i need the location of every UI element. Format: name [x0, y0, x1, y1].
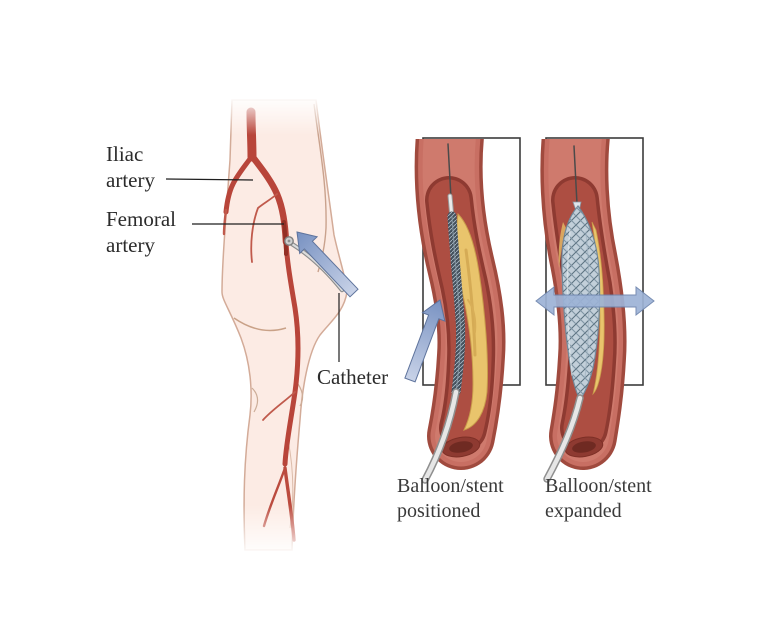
- femoral-artery-graphic: [282, 239, 301, 467]
- catheter-graphic: [284, 236, 345, 293]
- iliac-small-branch: [250, 193, 278, 263]
- guidewire-graphic: [447, 143, 452, 199]
- buttock-crease-line: [233, 317, 287, 332]
- femoral-label-line2: artery: [106, 233, 155, 257]
- caption-positioned-line2: positioned: [397, 500, 481, 522]
- plaque-graphic: [455, 212, 489, 431]
- arrow-up-icon: [404, 299, 446, 383]
- compressed-plaque-left: [558, 222, 566, 268]
- femoral-artery-label: Femoral artery: [106, 206, 176, 258]
- caption-balloon-stent-expanded: Balloon/stent expanded: [545, 474, 652, 524]
- knee-contour-line: [251, 383, 304, 413]
- femoral-label-line1: Femoral: [106, 207, 176, 231]
- artery-cross-section-positioned: [414, 139, 506, 484]
- leader-lines: [165, 178, 340, 362]
- iliac-artery-left-branch-thin: [222, 208, 228, 236]
- aorta-graphic: [246, 107, 257, 162]
- arrow-up-left-icon: [296, 231, 359, 298]
- arrow-left-right-icon: [535, 285, 655, 317]
- iliac-leader-line: [165, 178, 254, 181]
- iliac-artery-left-branch: [223, 153, 255, 215]
- catheter-label: Catheter: [317, 364, 388, 390]
- caption-balloon-stent-positioned: Balloon/stent positioned: [397, 474, 504, 524]
- iliac-label-line2: artery: [106, 168, 155, 192]
- guidewire-graphic-2: [573, 145, 578, 205]
- iliac-label-line1: Iliac: [106, 142, 144, 166]
- popliteal-branch: [262, 466, 287, 528]
- leg-illustration: [221, 99, 348, 551]
- caption-expanded-line1: Balloon/stent: [545, 475, 652, 497]
- tibial-artery: [283, 466, 296, 542]
- iliac-artery-label: Iliac artery: [106, 141, 155, 193]
- caption-positioned-line1: Balloon/stent: [397, 475, 504, 497]
- body-silhouette: [221, 99, 348, 551]
- caption-expanded-line2: expanded: [545, 500, 622, 522]
- catheter-label-text: Catheter: [317, 365, 389, 389]
- thigh-branch: [262, 391, 296, 421]
